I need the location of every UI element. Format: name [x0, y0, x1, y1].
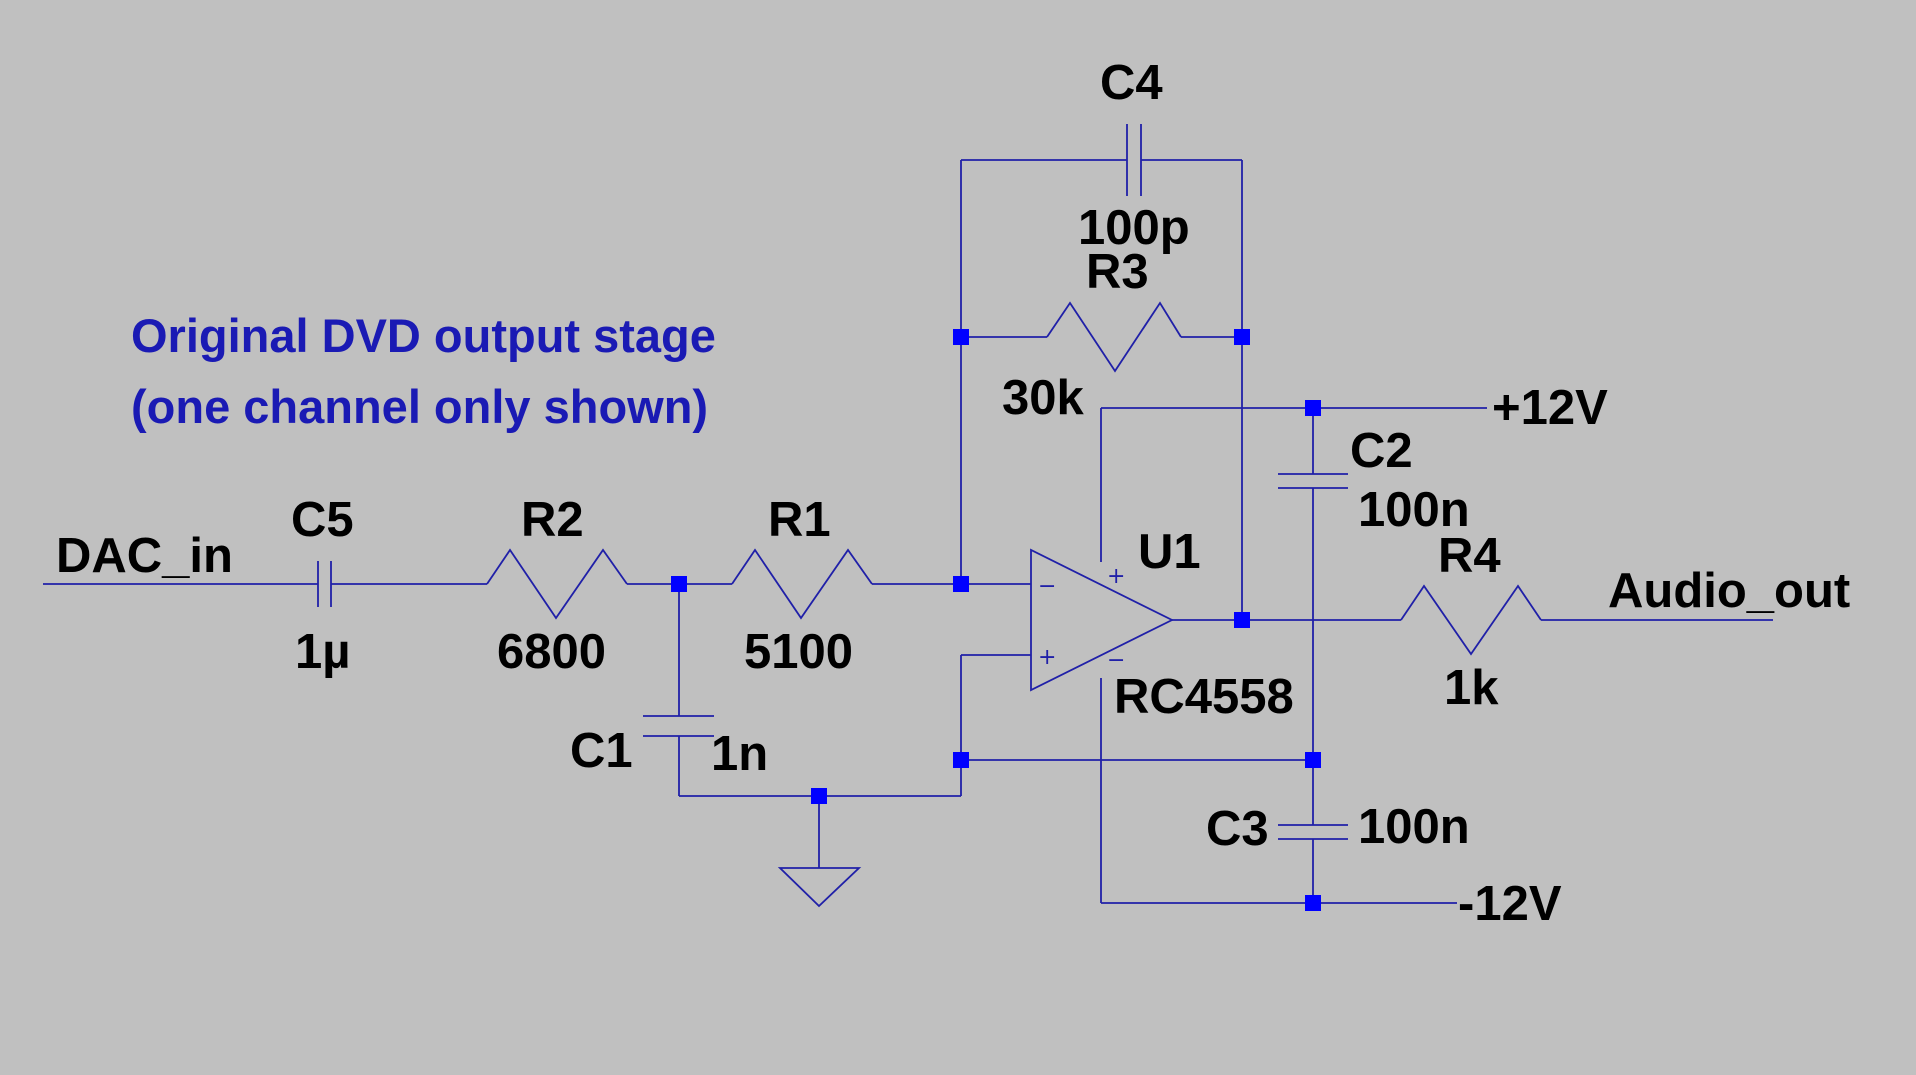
c1-value: 1n — [711, 727, 768, 781]
r1-value: 5100 — [744, 625, 853, 679]
c4-ref: C4 — [1100, 56, 1163, 110]
junctions — [671, 329, 1321, 911]
junction-ground-left — [953, 752, 969, 768]
r3-ref: R3 — [1086, 245, 1149, 299]
capacitor-c5-symbol — [317, 561, 332, 607]
r2-ref: R2 — [521, 493, 584, 547]
note-line-1: Original DVD output stage — [131, 309, 716, 362]
junction-nodeA — [671, 576, 687, 592]
capacitor-c2-symbol — [1278, 473, 1348, 489]
junction-r3-left — [953, 329, 969, 345]
component-symbols — [317, 124, 1542, 908]
junction-r3-right — [1234, 329, 1250, 345]
c3-value: 100n — [1358, 800, 1470, 854]
u1-ref: U1 — [1138, 525, 1201, 579]
note-line-2: (one channel only shown) — [131, 380, 708, 433]
component-labels: C5 1µ R2 6800 R1 5100 C1 1n C4 100p R3 3… — [291, 56, 1501, 856]
net-label-dac-in: DAC_in — [56, 529, 233, 583]
c5-ref: C5 — [291, 493, 354, 547]
opamp-u1-symbol — [1030, 548, 1175, 692]
r2-value: 6800 — [497, 625, 606, 679]
net-labels: DAC_in Audio_out +12V -12V — [56, 381, 1850, 931]
capacitor-c4-symbol — [1126, 124, 1142, 196]
c4-value: 100p — [1078, 201, 1190, 255]
junction-vneg — [1305, 895, 1321, 911]
c2-value: 100n — [1358, 483, 1470, 537]
net-label-vneg: -12V — [1458, 877, 1562, 931]
opamp-pin-markers: − + + − — [1038, 564, 1125, 673]
junction-vpos — [1305, 400, 1321, 416]
r1-ref: R1 — [768, 493, 831, 547]
resistor-r4-symbol — [1400, 584, 1542, 656]
r4-ref: R4 — [1438, 529, 1501, 583]
junction-inverting — [953, 576, 969, 592]
c2-ref: C2 — [1350, 424, 1413, 478]
net-label-vpos: +12V — [1492, 381, 1608, 435]
resistor-r3-symbol — [1046, 301, 1182, 373]
c3-ref: C3 — [1206, 802, 1269, 856]
c1-ref: C1 — [570, 724, 633, 778]
r3-value: 30k — [1002, 371, 1085, 425]
r4-value: 1k — [1444, 661, 1499, 715]
opamp-noninverting-sign: + — [1038, 645, 1056, 670]
annotation: Original DVD output stage (one channel o… — [131, 309, 716, 433]
c5-value: 1µ — [295, 625, 350, 679]
junction-ground-right — [1305, 752, 1321, 768]
capacitor-c3-symbol — [1278, 824, 1348, 840]
capacitor-c1-symbol — [643, 715, 714, 737]
junction-ground-bus — [811, 788, 827, 804]
u1-value: RC4558 — [1114, 670, 1294, 724]
opamp-vpos-sign: + — [1107, 564, 1125, 589]
ground-symbol — [777, 867, 862, 908]
net-label-audio-out: Audio_out — [1608, 564, 1850, 618]
resistor-r1-symbol — [731, 548, 873, 620]
wires — [43, 159, 1773, 904]
resistor-r2-symbol — [486, 548, 628, 620]
opamp-inverting-sign: − — [1038, 574, 1056, 599]
junction-output — [1234, 612, 1250, 628]
opamp-vneg-sign: − — [1107, 648, 1125, 673]
